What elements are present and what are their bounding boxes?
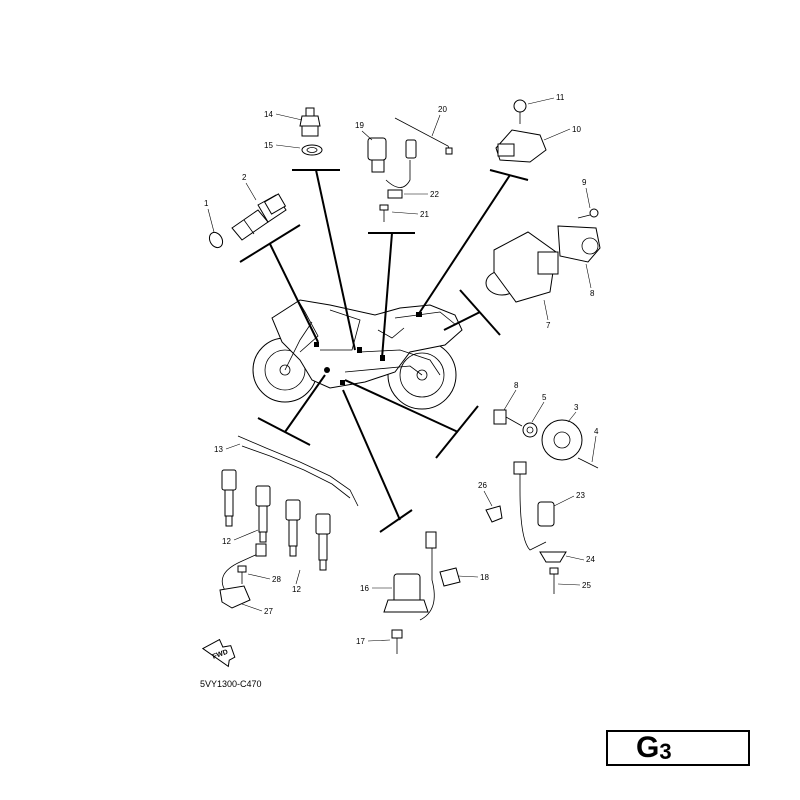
callout-16: 16 bbox=[360, 584, 369, 593]
pointer-lines bbox=[239, 169, 529, 533]
part-14-switch[interactable] bbox=[299, 107, 321, 137]
sheet-letter: G bbox=[636, 731, 660, 764]
fwd-arrow-icon bbox=[201, 638, 236, 668]
callout-21: 21 bbox=[420, 210, 429, 219]
callout-1: 1 bbox=[204, 199, 209, 208]
callout-20: 20 bbox=[438, 105, 447, 114]
part-22-clamp[interactable] bbox=[387, 189, 403, 199]
part-25-bolt[interactable] bbox=[549, 567, 559, 594]
part-8-bolt[interactable] bbox=[493, 409, 523, 427]
part-10-sensor[interactable] bbox=[495, 129, 547, 163]
part-28-bolt[interactable] bbox=[237, 565, 247, 584]
diagram-code: 5VY1300-C470 bbox=[200, 679, 262, 689]
callout-2: 2 bbox=[242, 173, 247, 182]
callout-3: 3 bbox=[574, 403, 579, 412]
part-12-coil-1[interactable] bbox=[221, 469, 237, 527]
callout-27: 27 bbox=[264, 607, 273, 616]
part-21-bolt[interactable] bbox=[379, 204, 389, 222]
callout-25: 25 bbox=[582, 581, 591, 590]
callout-13: 13 bbox=[214, 445, 223, 454]
part-24-bracket[interactable] bbox=[539, 551, 567, 563]
callout-12-b: 12 bbox=[292, 585, 301, 594]
part-7-actuator[interactable] bbox=[485, 231, 559, 303]
callout-5: 5 bbox=[542, 393, 547, 402]
sheet-number: 3 bbox=[659, 739, 672, 764]
part-12-coil-4[interactable] bbox=[315, 513, 331, 571]
part-16-relay[interactable] bbox=[383, 531, 437, 621]
callout-8-mid: 8 bbox=[514, 381, 519, 390]
callout-12-a: 12 bbox=[222, 537, 231, 546]
callout-19: 19 bbox=[355, 121, 364, 130]
part-15-washer[interactable] bbox=[301, 144, 323, 156]
callout-14: 14 bbox=[264, 110, 273, 119]
callout-15: 15 bbox=[264, 141, 273, 150]
callout-24: 24 bbox=[586, 555, 595, 564]
part-26-clip[interactable] bbox=[485, 505, 503, 523]
motorcycle-illustration bbox=[252, 289, 463, 410]
part-23-sensor[interactable] bbox=[513, 461, 555, 551]
callout-10: 10 bbox=[572, 125, 581, 134]
part-17-bolt[interactable] bbox=[391, 629, 403, 654]
part-27-sensor[interactable] bbox=[219, 543, 267, 609]
callout-28: 28 bbox=[272, 575, 281, 584]
part-8-cover[interactable] bbox=[557, 225, 601, 263]
part-11-screw[interactable] bbox=[513, 99, 527, 124]
part-5-washer[interactable] bbox=[522, 422, 538, 438]
callout-8-top: 8 bbox=[590, 289, 595, 298]
callout-7: 7 bbox=[546, 321, 551, 330]
part-2-sensor[interactable] bbox=[207, 193, 287, 250]
part-19-sensor[interactable] bbox=[367, 137, 417, 188]
callout-18: 18 bbox=[480, 573, 489, 582]
part-13-harness[interactable] bbox=[237, 435, 359, 507]
part-20-wire[interactable] bbox=[394, 117, 453, 155]
part-12-coil-2[interactable] bbox=[255, 485, 271, 543]
part-3-rotor[interactable] bbox=[541, 419, 583, 461]
part-12-coil-3[interactable] bbox=[285, 499, 301, 557]
callout-23: 23 bbox=[576, 491, 585, 500]
part-9-screw[interactable] bbox=[577, 208, 599, 219]
callout-4: 4 bbox=[594, 427, 599, 436]
sheet-id-box: G 3 bbox=[606, 730, 750, 766]
part-18-bracket[interactable] bbox=[439, 567, 461, 587]
callout-26: 26 bbox=[478, 481, 487, 490]
callout-11: 11 bbox=[556, 93, 565, 102]
callout-9: 9 bbox=[582, 178, 587, 187]
callout-17: 17 bbox=[356, 637, 365, 646]
part-4-pin[interactable] bbox=[577, 457, 599, 469]
callout-22: 22 bbox=[430, 190, 439, 199]
